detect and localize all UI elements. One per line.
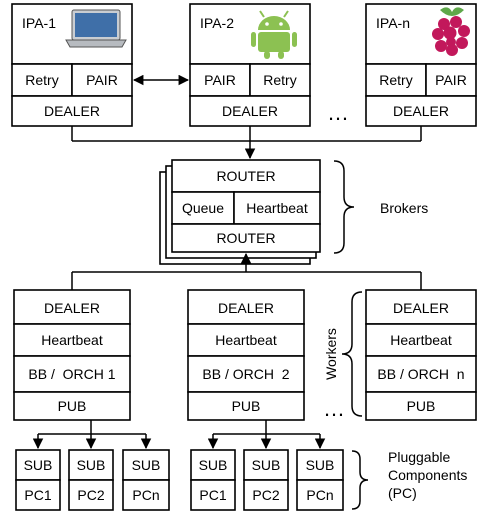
ipa-to-broker-connector <box>71 126 422 160</box>
broker-node: ROUTER Queue Heartbeat ROUTER <box>171 159 321 253</box>
brokers-brace <box>333 160 355 254</box>
pc-label-line-1: Pluggable <box>388 449 450 465</box>
ipa-n-pair: PAIR <box>435 72 467 88</box>
worker-2-heartbeat: Heartbeat <box>215 332 277 348</box>
ipa-2-node: IPA-2 PAIR Retry DEALER <box>189 3 311 127</box>
pc-name-label: PC1 <box>199 487 226 503</box>
workers-label: Workers <box>323 328 339 380</box>
pc-group-1: SUB PC1 SUB PC2 SUB PCn <box>15 449 170 511</box>
pc-sub-label: SUB <box>199 457 228 473</box>
ipa-n-title: IPA-n <box>376 15 410 31</box>
worker-1-orch: BB / ORCH 1 <box>28 366 115 382</box>
pc-component: SUB PC2 <box>68 449 114 511</box>
worker-2-dealer: DEALER <box>218 300 274 316</box>
worker-1-to-pc-connector <box>32 420 152 450</box>
laptop-icon <box>65 9 127 48</box>
worker-2-to-pc-connector <box>207 420 326 450</box>
android-icon <box>251 10 297 59</box>
worker-2-pub: PUB <box>232 398 261 414</box>
ipa-n-dealer: DEALER <box>393 103 449 119</box>
ipa-2-retry: Retry <box>263 72 296 88</box>
pc-component: SUB PC1 <box>190 449 236 511</box>
pc-sub-label: SUB <box>77 457 106 473</box>
raspberry-pi-icon <box>432 7 470 56</box>
worker-ellipsis: … <box>323 396 345 421</box>
ipa-2-title: IPA-2 <box>200 15 234 31</box>
broker-router-bottom: ROUTER <box>216 230 275 246</box>
ipa-n-node: IPA-n Retry PAIR DEALER <box>365 3 477 127</box>
ipa-1-dealer: DEALER <box>44 103 100 119</box>
pc-label-line-3: (PC) <box>388 485 417 501</box>
ipa-1-title: IPA-1 <box>22 15 56 31</box>
ipa-1-retry: Retry <box>25 72 58 88</box>
pc-component: SUB PCn <box>122 449 170 511</box>
pc-sub-label: SUB <box>132 457 161 473</box>
worker-1-node: DEALER Heartbeat BB / ORCH 1 PUB <box>13 289 131 421</box>
pc-name-label: PCn <box>306 487 333 503</box>
worker-1-pub: PUB <box>58 398 87 414</box>
worker-1-dealer: DEALER <box>44 300 100 316</box>
broker-router-top: ROUTER <box>216 168 275 184</box>
pc-group-2: SUB PC1 SUB PC2 SUB PCn <box>190 449 344 511</box>
broker-to-workers-connector <box>71 252 422 290</box>
ipa-2-dealer: DEALER <box>222 103 278 119</box>
pc-component: SUB PC1 <box>15 449 61 511</box>
worker-n-heartbeat: Heartbeat <box>390 332 452 348</box>
worker-n-dealer: DEALER <box>393 300 449 316</box>
worker-n-orch: BB / ORCH n <box>377 366 464 382</box>
pc-name-label: PC1 <box>24 487 51 503</box>
pc-name-label: PC2 <box>252 487 279 503</box>
worker-n-node: DEALER Heartbeat BB / ORCH n PUB <box>365 289 477 421</box>
ipa-1-pair: PAIR <box>86 72 118 88</box>
pc-brace <box>351 450 369 510</box>
pc-name-label: PCn <box>132 487 159 503</box>
workers-brace <box>341 291 363 417</box>
worker-2-node: DEALER Heartbeat BB / ORCH 2 PUB <box>187 289 305 421</box>
pc-label-line-2: Components <box>388 467 467 483</box>
ipa-ellipsis: … <box>327 100 349 125</box>
pc-component: SUB PC2 <box>243 449 289 511</box>
ipa-2-pair: PAIR <box>204 72 236 88</box>
broker-stack: ROUTER Queue Heartbeat ROUTER <box>159 159 321 265</box>
broker-queue: Queue <box>182 200 224 216</box>
pc-component: SUB PCn <box>296 449 344 511</box>
pc-sub-label: SUB <box>24 457 53 473</box>
worker-2-orch: BB / ORCH 2 <box>202 366 289 382</box>
ipa-n-retry: Retry <box>379 72 412 88</box>
worker-1-heartbeat: Heartbeat <box>41 332 103 348</box>
brokers-label: Brokers <box>380 200 428 216</box>
ipa-1-node: IPA-1 Retry PAIR DEALER <box>11 3 133 127</box>
pc-name-label: PC2 <box>77 487 104 503</box>
broker-heartbeat: Heartbeat <box>246 200 308 216</box>
pc-sub-label: SUB <box>252 457 281 473</box>
worker-n-pub: PUB <box>407 398 436 414</box>
pc-sub-label: SUB <box>306 457 335 473</box>
